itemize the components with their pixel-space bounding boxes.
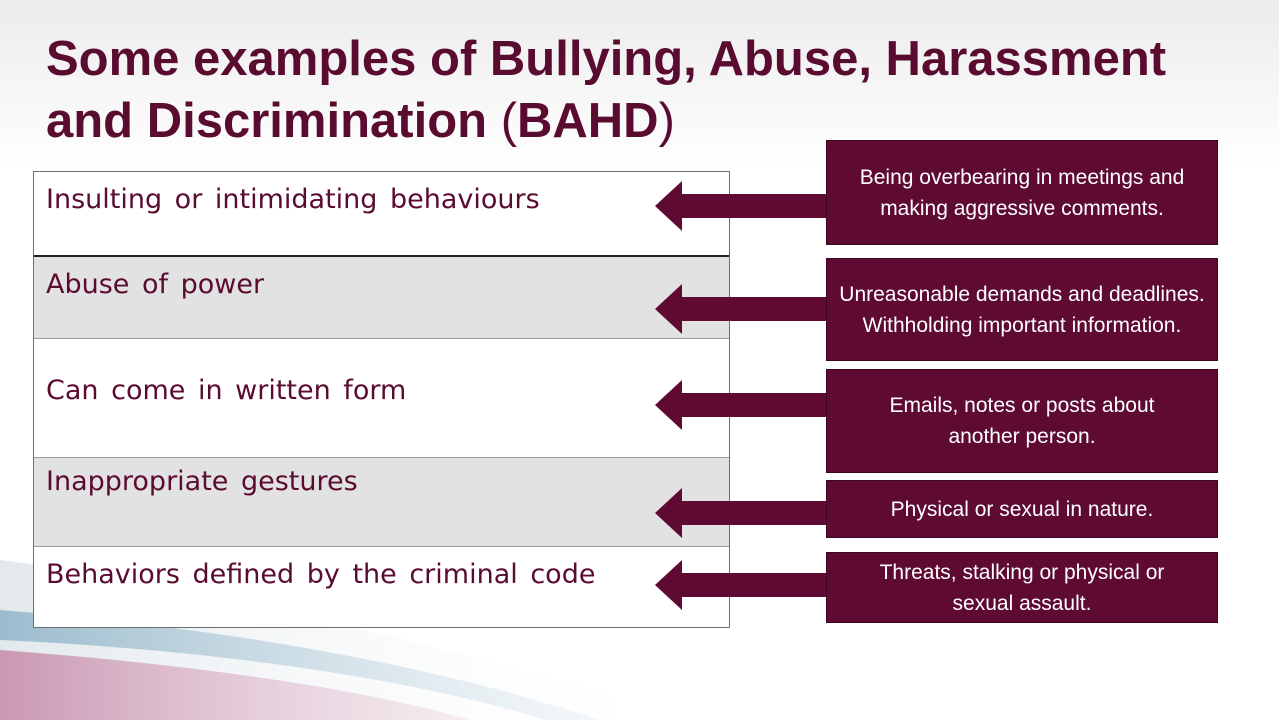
description-text: Unreasonable demands and deadlines. With… [839, 282, 1205, 337]
arrow-left-icon [655, 488, 830, 538]
arrow-left-icon [655, 284, 830, 334]
row-label: Abuse of power [46, 269, 265, 300]
row-label: Can come in written form [46, 375, 407, 406]
description-box-gestures: Physical or sexual in nature. [826, 480, 1218, 538]
table-row-abuse-of-power: Abuse of power [34, 257, 729, 339]
table-row-written-form: Can come in written form [34, 339, 729, 458]
arrow-left-icon [655, 181, 830, 231]
description-text: Being overbearing in meetings and making… [859, 165, 1185, 220]
title-main-text: Some examples of Bullying, Abuse, Harass… [46, 32, 1167, 148]
title-paren-open: ( [500, 94, 518, 148]
description-text: Physical or sexual in nature. [890, 497, 1154, 521]
description-box-written-form: Emails, notes or posts about another per… [826, 369, 1218, 473]
title-paren-close: ) [658, 94, 675, 148]
description-box-abuse-of-power: Unreasonable demands and deadlines. With… [826, 258, 1218, 361]
description-text: Emails, notes or posts about another per… [889, 394, 1155, 448]
row-label: Behaviors defined by the criminal code [46, 559, 596, 590]
table-row-gestures: Inappropriate gestures [34, 458, 729, 547]
examples-table: Insulting or intimidating behaviours Abu… [33, 171, 730, 628]
description-box-insulting: Being overbearing in meetings and making… [826, 140, 1218, 245]
description-box-criminal-code: Threats, stalking or physical or sexual … [826, 552, 1218, 623]
table-row-criminal-code: Behaviors defined by the criminal code [34, 547, 729, 627]
table-row-insulting: Insulting or intimidating behaviours [34, 172, 729, 257]
arrow-left-icon [655, 380, 830, 430]
description-text: Threats, stalking or physical or sexual … [879, 560, 1165, 615]
arrow-left-icon [655, 560, 830, 610]
row-label: Inappropriate gestures [46, 466, 358, 497]
title-acronym: BAHD [517, 94, 659, 148]
slide-title: Some examples of Bullying, Abuse, Harass… [46, 28, 1246, 152]
row-label: Insulting or intimidating behaviours [46, 184, 540, 215]
